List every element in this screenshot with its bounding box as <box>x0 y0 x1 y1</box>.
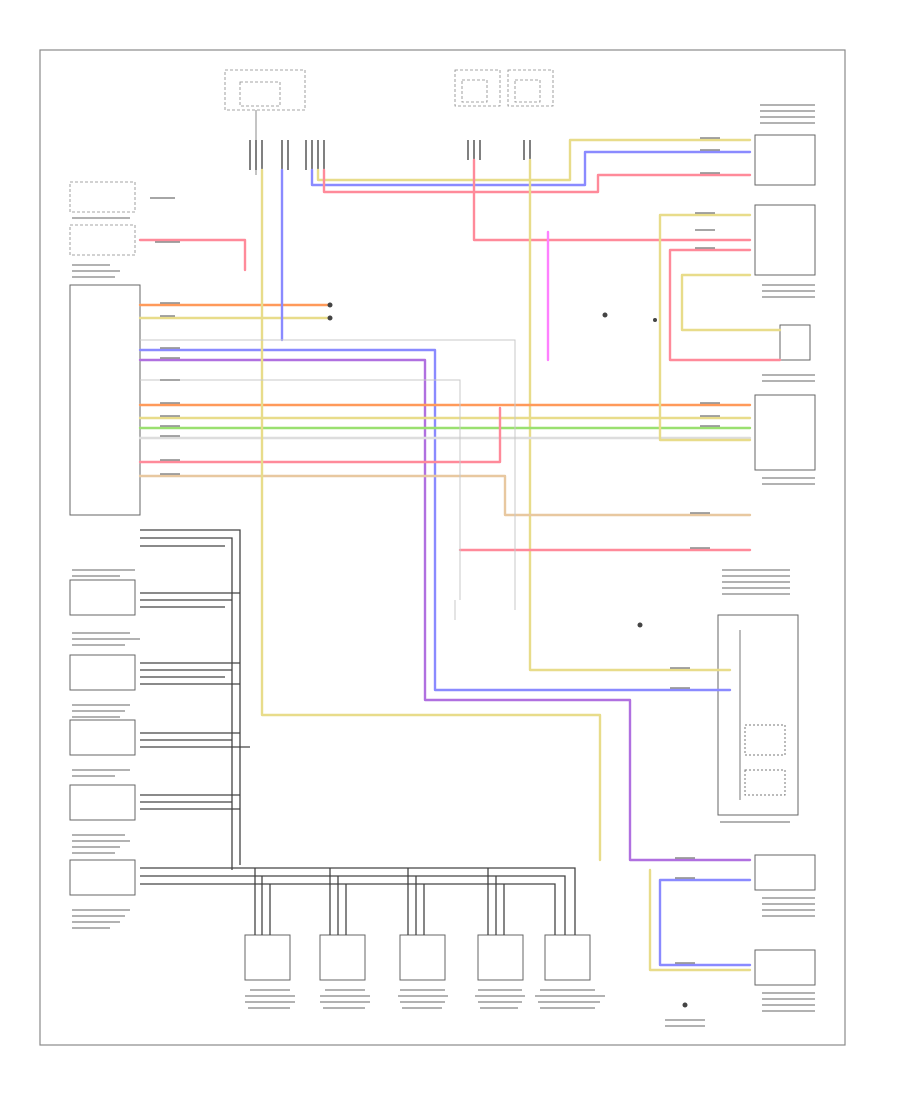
bottom-module-3-box <box>399 934 446 981</box>
wire-brown-low <box>138 474 752 517</box>
left-module-caption-lines <box>72 217 140 929</box>
electronic-module-internals <box>739 630 786 800</box>
wire-yellow-trunk <box>260 168 602 862</box>
gray-thin-wires <box>140 339 516 620</box>
right-module-caption-lines <box>665 104 815 1027</box>
wire-pink-low <box>138 406 502 464</box>
wire-pink-cluster <box>138 238 247 272</box>
wire-blue-bottom-right <box>658 878 752 967</box>
right-module-bottom-a-box <box>754 854 816 891</box>
module-c-box <box>69 654 136 691</box>
black-bus-wires <box>140 529 576 935</box>
right-module-mid-box <box>754 204 816 276</box>
right-module-bottom-b-box <box>754 949 816 986</box>
right-switch-box <box>779 324 811 361</box>
diagram-frame <box>39 49 846 1046</box>
wire-yellow-right-mid <box>658 213 752 442</box>
wire-pink-top-right <box>322 168 752 194</box>
ground-symbols <box>327 302 688 1008</box>
wire-yellow-main <box>528 158 732 672</box>
right-module-lower-box <box>754 394 816 471</box>
module-b-box <box>69 579 136 616</box>
wire-yellow-bottom-right <box>648 868 752 972</box>
module-a-box <box>69 181 136 213</box>
module-e-box <box>69 784 136 821</box>
wire-pink-center <box>472 158 752 242</box>
wire-label-marks <box>150 137 720 964</box>
wire-violet-long <box>138 358 752 862</box>
wire-yellow-switch <box>680 273 782 332</box>
main-module-box <box>69 284 141 516</box>
right-module-top-box <box>754 134 816 186</box>
bottom-module-2-box <box>319 934 366 981</box>
fuse-box-center-left <box>454 69 501 107</box>
wire-yellow-top-right <box>316 138 752 182</box>
wire-pink-right-mid <box>668 248 782 362</box>
electronic-module-box <box>717 614 799 816</box>
bottom-module-caption-lines <box>245 989 605 1009</box>
fuse-box-center-right <box>507 69 554 107</box>
bottom-module-1-box <box>244 934 291 981</box>
module-d-box <box>69 719 136 756</box>
bottom-module-5-box <box>544 934 591 981</box>
instrument-cluster-box <box>69 224 136 256</box>
bottom-module-4-box <box>477 934 524 981</box>
top-connectors <box>249 140 531 170</box>
fuse-box-left <box>224 69 306 175</box>
wire-blue-top-right <box>310 150 752 187</box>
module-f-box <box>69 859 136 896</box>
wire-blue-long <box>138 348 732 692</box>
